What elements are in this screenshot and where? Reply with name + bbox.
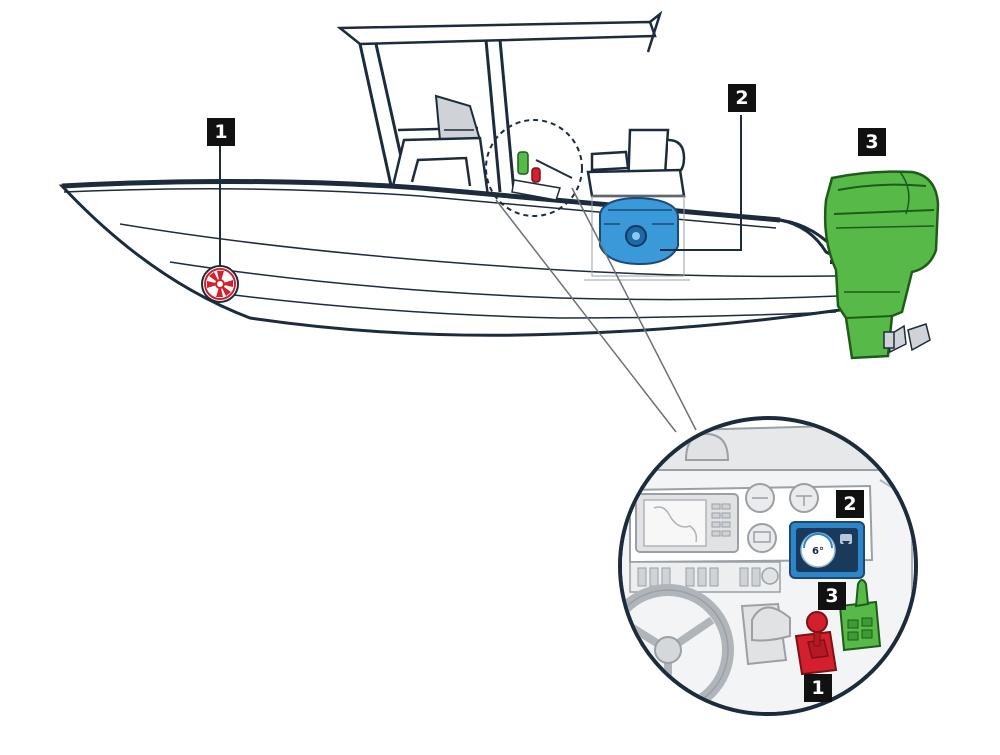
throttle (740, 602, 791, 666)
bow-thruster-joystick (794, 611, 838, 676)
callout-badge-3: 3 (858, 128, 886, 156)
inset-badge-1: 1 (804, 674, 832, 702)
center-console (390, 136, 490, 198)
windshield (434, 94, 482, 141)
stabilizer-display: 6° (789, 521, 865, 579)
leaning-post (586, 128, 686, 198)
inset-badge-3: 3 (818, 582, 846, 610)
bow-thruster (201, 265, 239, 303)
zoom-leader-right (571, 187, 697, 431)
boat-icon (842, 541, 850, 544)
hull (58, 178, 856, 337)
zoom-leader-left (495, 199, 677, 433)
gyro-stabilizer (584, 195, 690, 281)
t-top (336, 10, 663, 193)
inset-badge-2: 2 (836, 490, 864, 518)
display-angle-value: 6° (812, 546, 824, 557)
helm-zoom-marker (485, 119, 583, 217)
outboard-engine (823, 170, 940, 360)
callout-2-leader (660, 115, 742, 251)
callout-badge-2: 2 (728, 84, 756, 112)
outboard-joystick (838, 579, 882, 652)
callout-badge-1: 1 (207, 118, 235, 146)
helm-inset: 6° (618, 416, 918, 716)
